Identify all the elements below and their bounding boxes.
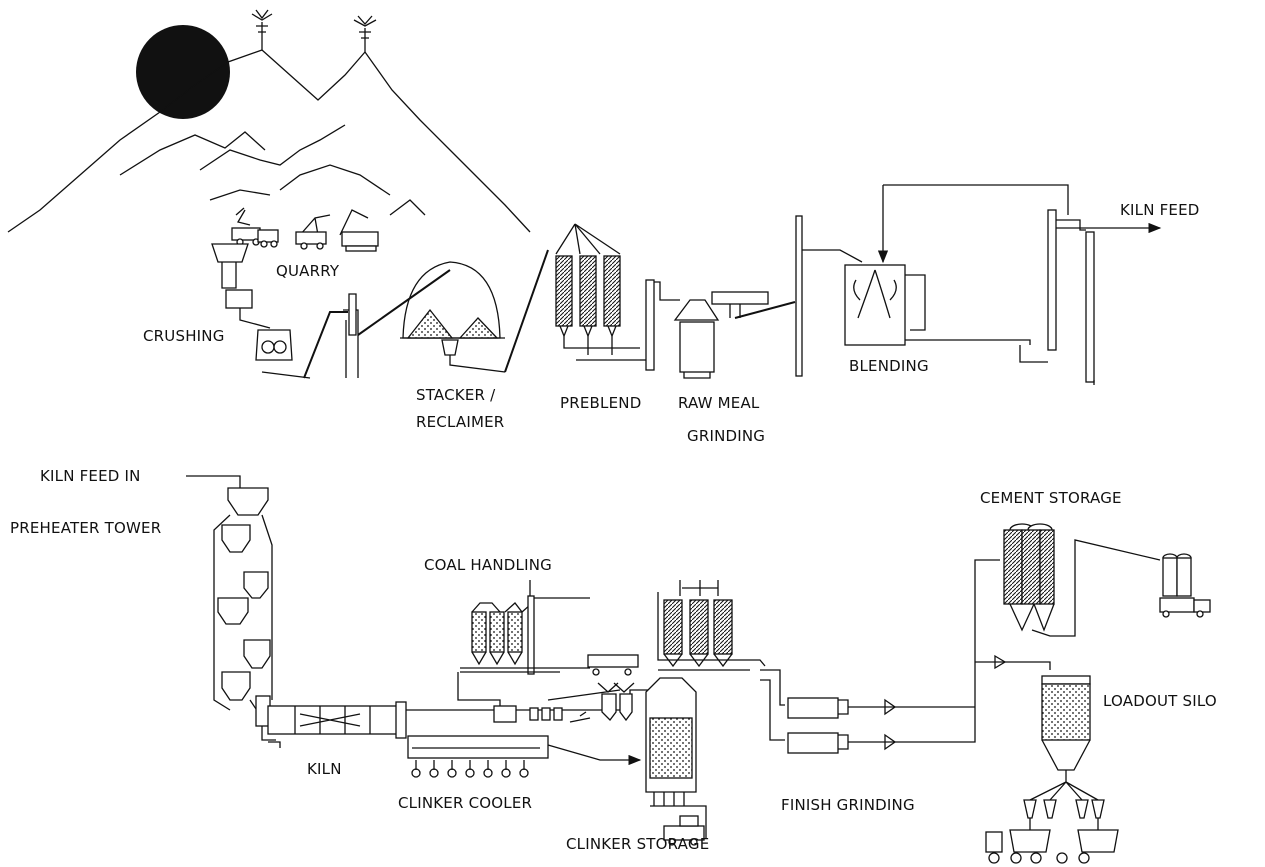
label-preblend: PREBLEND <box>560 394 641 412</box>
quarry-trucks <box>232 208 378 251</box>
label-crushing: CRUSHING <box>143 327 225 345</box>
label-finish-grinding: FINISH GRINDING <box>781 796 915 814</box>
preblend-silos <box>556 224 654 370</box>
blending-silo <box>845 185 1160 385</box>
raw-meal-mill <box>654 216 862 378</box>
cement-storage <box>1004 524 1210 636</box>
label-cement-storage: CEMENT STORAGE <box>980 489 1122 507</box>
crusher-conveyor <box>304 312 348 378</box>
label-kiln-feed: KILN FEED <box>1120 201 1200 219</box>
label-clinker-storage: CLINKER STORAGE <box>566 835 709 853</box>
label-kiln-feed-in: KILN FEED IN <box>40 467 141 485</box>
finish-grinding <box>658 560 1050 753</box>
stacker-reclaimer <box>343 262 505 378</box>
label-stacker-1: STACKER / <box>416 386 496 404</box>
label-loadout-silo: LOADOUT SILO <box>1103 692 1217 710</box>
clinker-storage <box>646 678 706 845</box>
preheater-tower <box>186 476 276 740</box>
label-raw-meal-2: GRINDING <box>687 427 765 445</box>
loadout-silo <box>986 676 1118 863</box>
label-clinker-cooler: CLINKER COOLER <box>398 794 532 812</box>
label-quarry: QUARRY <box>276 262 340 280</box>
label-coal-handling: COAL HANDLING <box>424 556 552 574</box>
antenna-left <box>252 10 272 50</box>
label-raw-meal-1: RAW MEAL <box>678 394 760 412</box>
coal-handling <box>458 580 638 722</box>
label-kiln: KILN <box>307 760 342 778</box>
conveyor-to-preblend <box>505 250 548 372</box>
antenna-right <box>354 16 376 52</box>
kiln <box>268 702 406 748</box>
label-preheater-tower: PREHEATER TOWER <box>10 519 161 537</box>
quarry-scene <box>8 10 530 378</box>
label-blending: BLENDING <box>849 357 929 375</box>
sun <box>136 25 230 119</box>
label-stacker-2: RECLAIMER <box>416 413 504 431</box>
